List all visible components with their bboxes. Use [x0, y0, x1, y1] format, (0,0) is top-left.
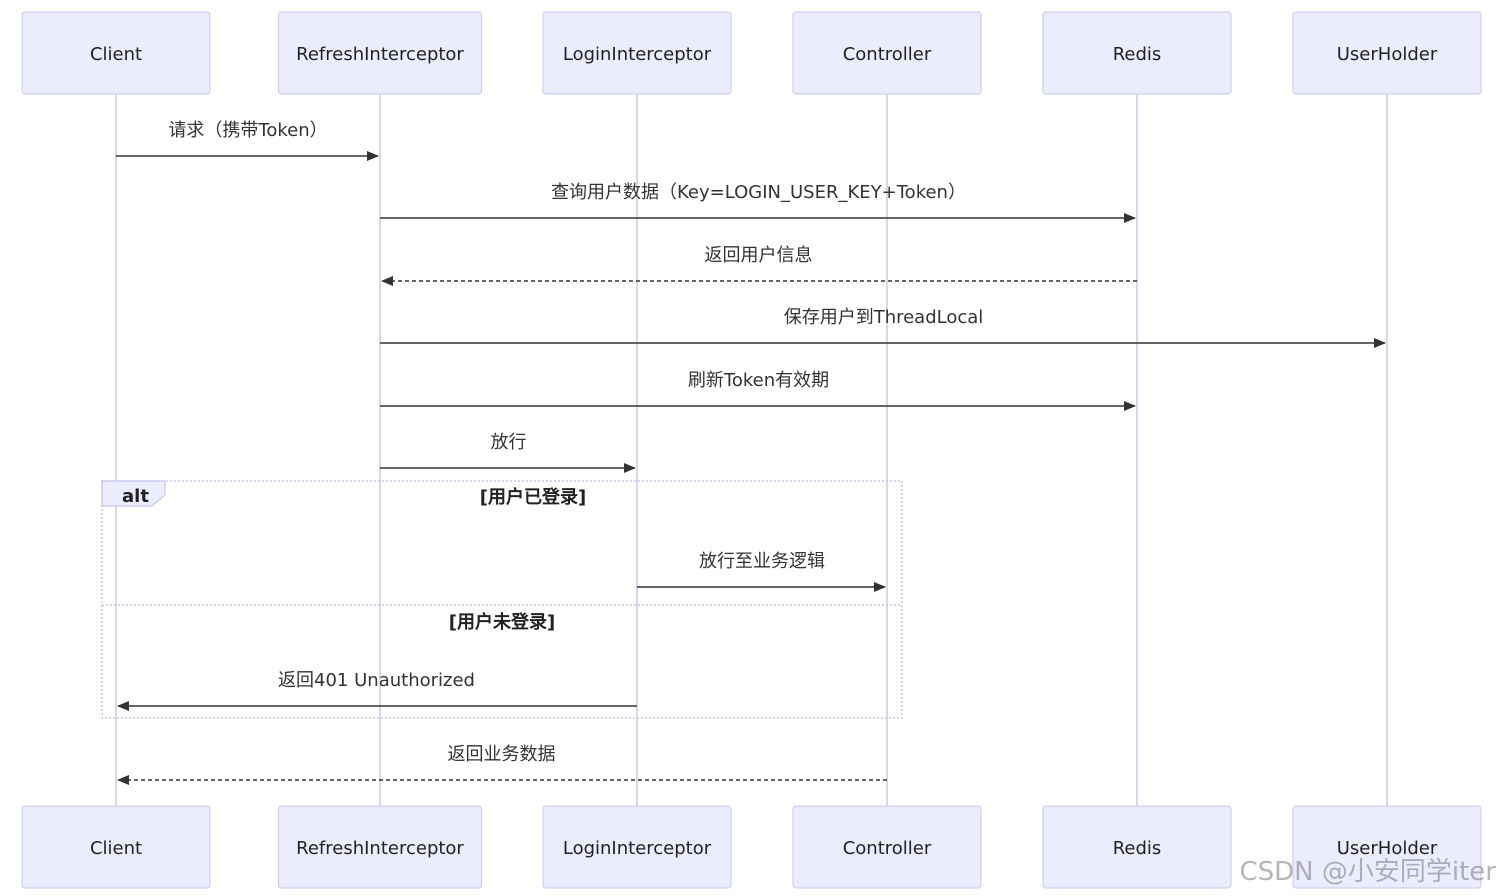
alt-label: alt: [122, 486, 149, 507]
message-5: 放行: [380, 432, 636, 473]
message-label: 放行至业务逻辑: [699, 551, 825, 572]
actor-box: [792, 805, 982, 889]
message-label: 返回用户信息: [705, 245, 813, 266]
message-label: 返回业务数据: [448, 744, 556, 765]
actor-box: [1042, 11, 1232, 95]
actor-top-5: UserHolder: [1292, 11, 1482, 95]
actor-label: RefreshInterceptor: [296, 838, 464, 859]
message-label: 请求（携带Token）: [168, 120, 327, 141]
alt-tag: [101, 480, 166, 507]
message-3: 保存用户到ThreadLocal: [380, 307, 1386, 348]
actor-label: Controller: [843, 838, 932, 859]
message-label: 保存用户到ThreadLocal: [784, 307, 984, 328]
alt-frame: alt [用户已登录] [用户未登录]: [101, 480, 903, 719]
actor-box: [278, 805, 482, 889]
message-label: 返回401 Unauthorized: [278, 670, 475, 691]
actor-box: [1042, 805, 1232, 889]
actor-bottom-3: Controller: [792, 805, 982, 889]
alt-frame-border: [101, 480, 903, 719]
actor-box: [278, 11, 482, 95]
actor-label: RefreshInterceptor: [296, 44, 464, 65]
actor-bottom-5: UserHolder: [1292, 805, 1482, 889]
alt-condition-1: [用户未登录]: [449, 611, 555, 633]
actor-top-0: Client: [21, 11, 211, 95]
actor-box: [21, 11, 211, 95]
actor-box: [542, 11, 732, 95]
message-7: 返回401 Unauthorized: [117, 670, 637, 711]
actor-label: Controller: [843, 44, 932, 65]
message-4: 刷新Token有效期: [380, 370, 1136, 411]
message-0: 请求（携带Token）: [116, 120, 379, 161]
actor-top-4: Redis: [1042, 11, 1232, 95]
actor-label: UserHolder: [1337, 44, 1438, 65]
actor-bottom-1: RefreshInterceptor: [278, 805, 482, 889]
actor-label: LoginInterceptor: [563, 838, 712, 859]
actor-top-1: RefreshInterceptor: [278, 11, 482, 95]
actor-box: [1292, 11, 1482, 95]
watermark: CSDN @小安同学iter: [1239, 857, 1497, 887]
message-6: 放行至业务逻辑: [637, 551, 886, 592]
actor-bottom-4: Redis: [1042, 805, 1232, 889]
actor-box: [21, 805, 211, 889]
actor-label: Client: [90, 44, 142, 65]
actor-bottom-2: LoginInterceptor: [542, 805, 732, 889]
actor-bottom-0: Client: [21, 805, 211, 889]
message-label: 刷新Token有效期: [688, 370, 829, 391]
actor-box: [792, 11, 982, 95]
actor-top-3: Controller: [792, 11, 982, 95]
actor-label: UserHolder: [1337, 838, 1438, 859]
actor-label: Redis: [1113, 838, 1162, 859]
actor-top-2: LoginInterceptor: [542, 11, 732, 95]
actor-label: Redis: [1113, 44, 1162, 65]
actor-label: LoginInterceptor: [563, 44, 712, 65]
message-label: 查询用户数据（Key=LOGIN_USER_KEY+Token）: [551, 182, 966, 203]
actor-box: [542, 805, 732, 889]
message-2: 返回用户信息: [381, 245, 1137, 286]
message-8: 返回业务数据: [117, 744, 887, 785]
message-label: 放行: [491, 432, 527, 453]
actor-box: [1292, 805, 1482, 889]
alt-condition-0: [用户已登录]: [480, 486, 586, 508]
message-1: 查询用户数据（Key=LOGIN_USER_KEY+Token）: [380, 182, 1136, 223]
actor-label: Client: [90, 838, 142, 859]
